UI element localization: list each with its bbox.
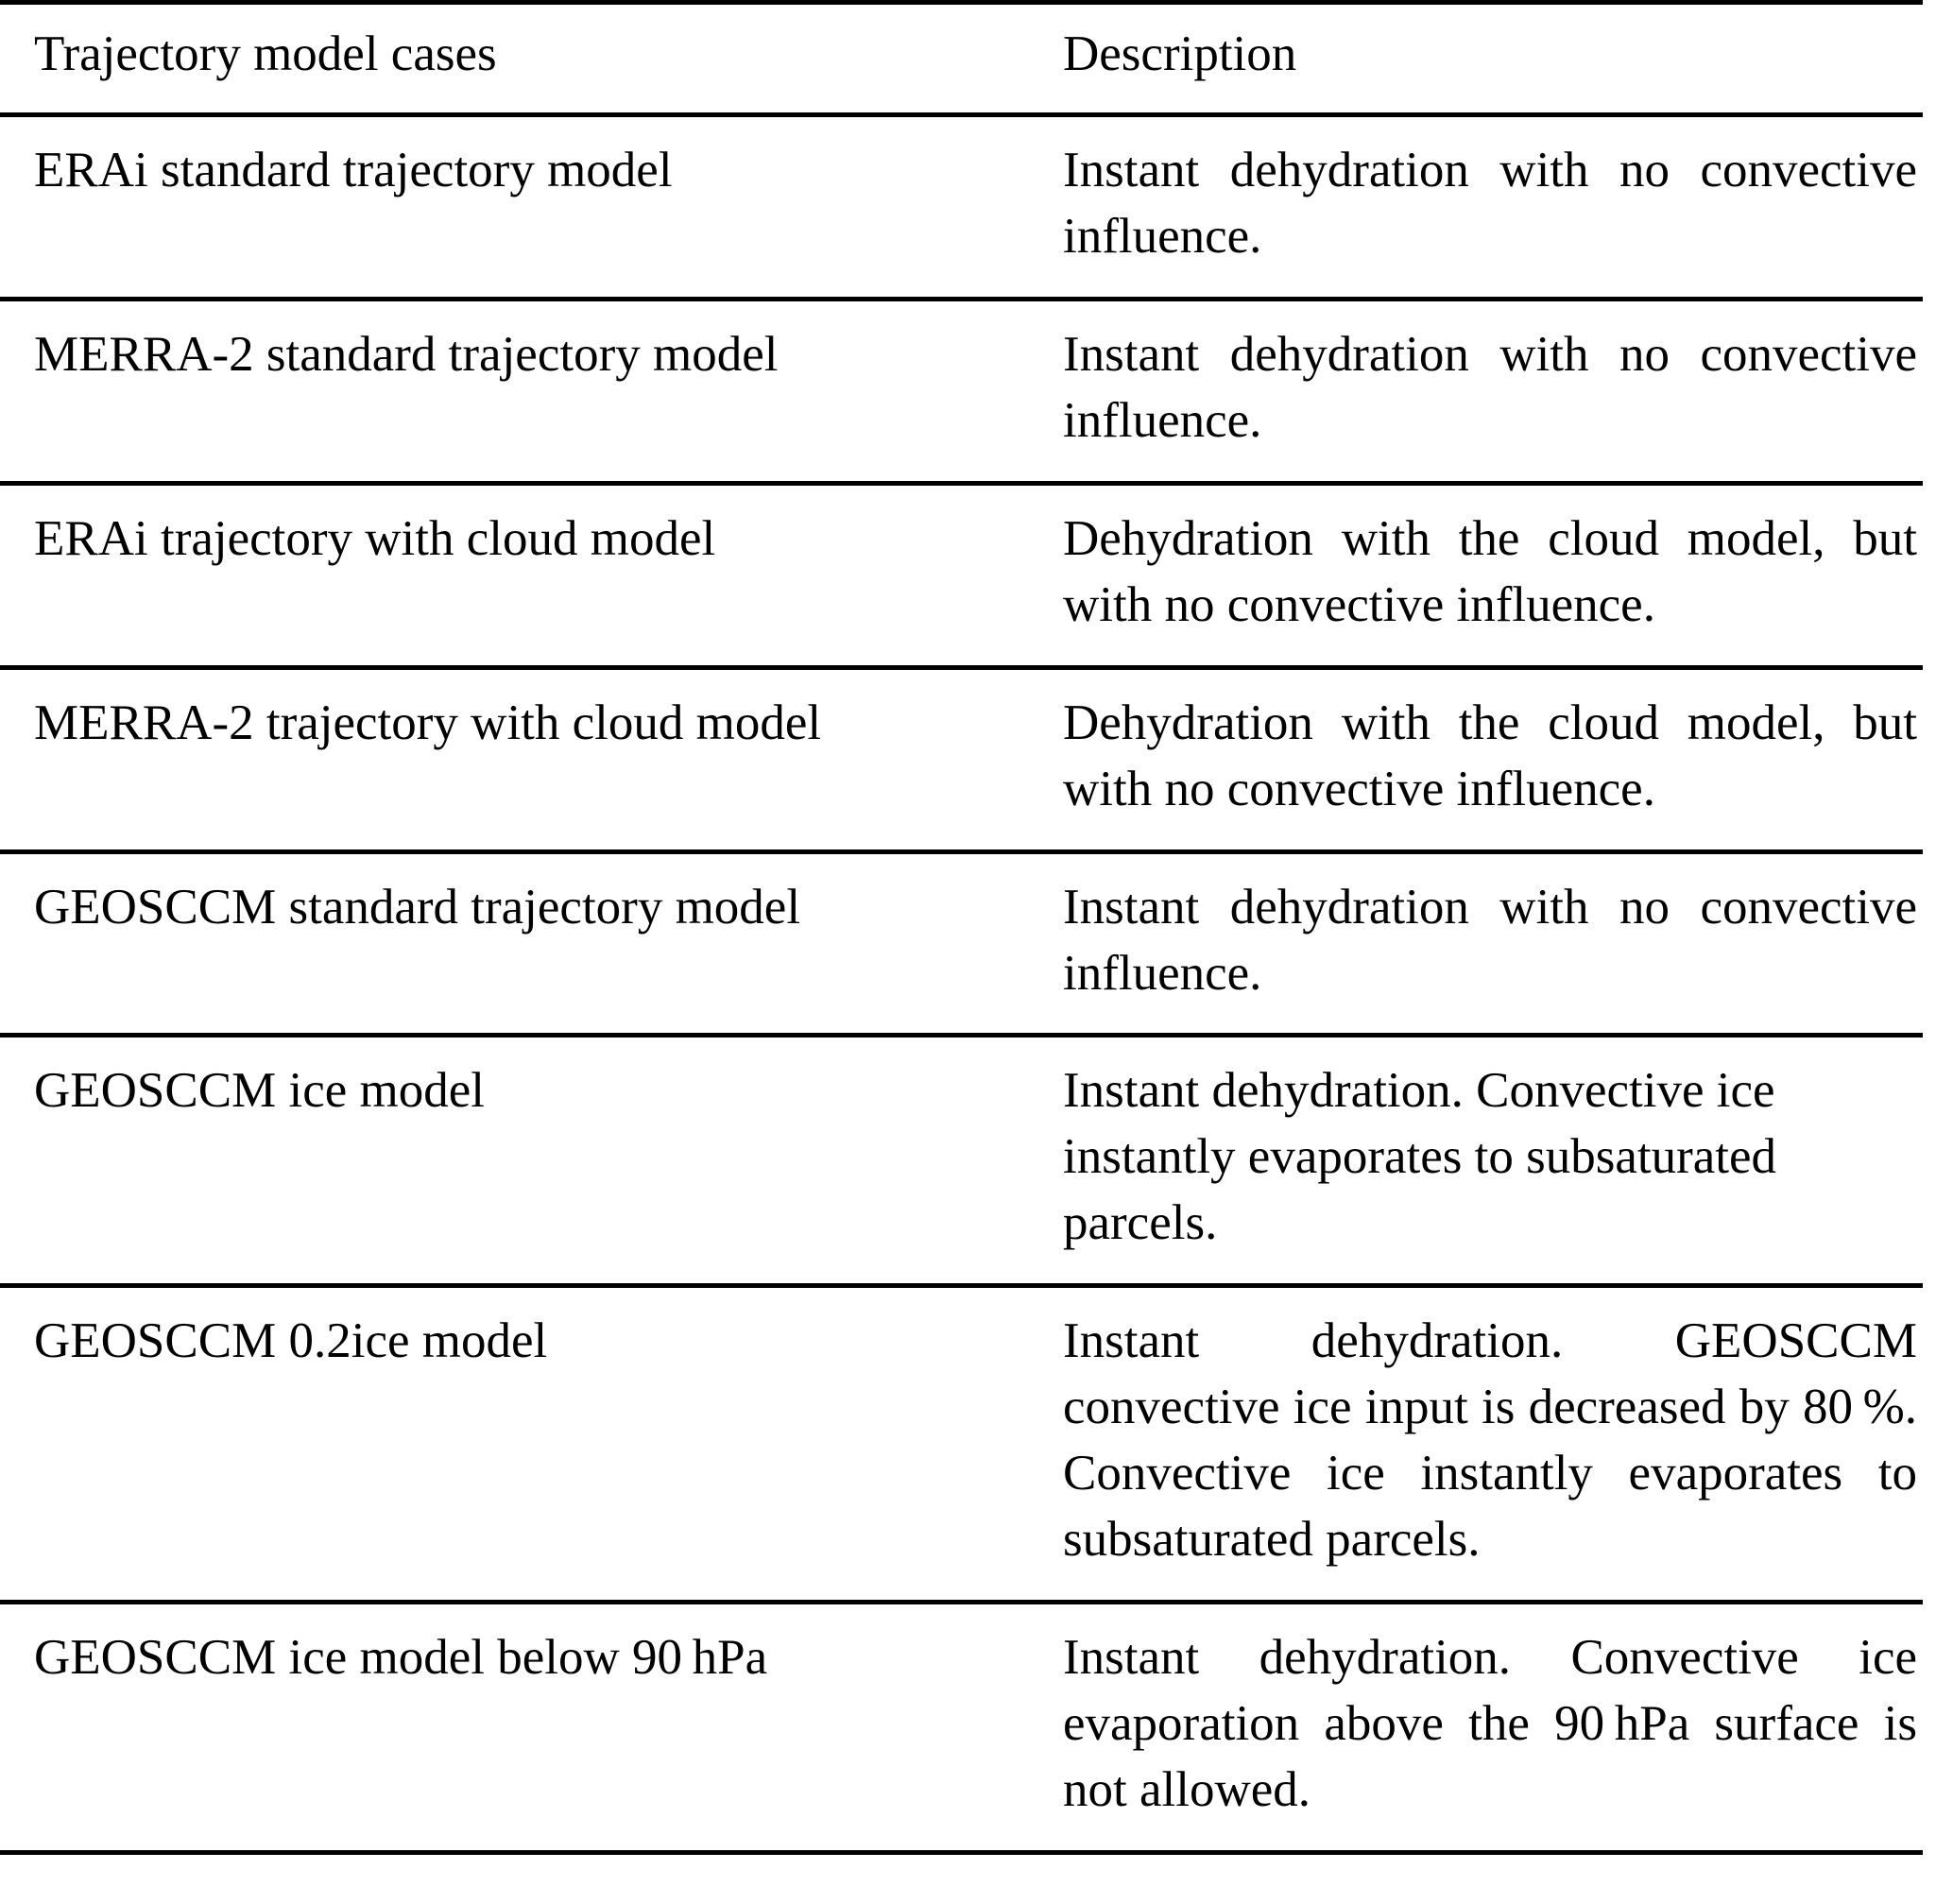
- cell-case: GEOSCCM ice model: [34, 1063, 485, 1119]
- cell-description: Instant dehydration. Convective ice evap…: [1063, 1630, 1917, 1818]
- cell-description: Dehydration with the cloud model, but wi…: [1063, 695, 1917, 816]
- cell-description: Instant dehydration with no convective i…: [1063, 142, 1917, 264]
- cell-description: Dehydration with the cloud model, but wi…: [1063, 510, 1917, 632]
- cell-description: Instant dehydration with no convective i…: [1063, 879, 1917, 1001]
- trajectory-model-cases-table: Trajectory model cases Description ERAi …: [0, 2, 1923, 1853]
- cell-case: MERRA-2 standard trajectory model: [34, 326, 779, 382]
- table-row: GEOSCCM 0.2ice model Instant dehydration…: [0, 1285, 1923, 1603]
- cell-description: Instant dehydration. GEOSCCM convective …: [1063, 1313, 1917, 1568]
- table-row: MERRA-2 trajectory with cloud model Dehy…: [0, 667, 1923, 851]
- table-row: GEOSCCM ice model Instant dehydration. C…: [0, 1035, 1923, 1286]
- header-row: Trajectory model cases Description: [0, 2, 1923, 115]
- column-header-description: Description: [1063, 26, 1297, 81]
- table-row: MERRA-2 standard trajectory model Instan…: [0, 299, 1923, 483]
- cell-case: GEOSCCM 0.2ice model: [34, 1313, 548, 1369]
- table-row: ERAi standard trajectory model Instant d…: [0, 114, 1923, 299]
- table-body: ERAi standard trajectory model Instant d…: [0, 114, 1923, 1853]
- column-header-case: Trajectory model cases: [34, 26, 497, 81]
- cell-case: GEOSCCM standard trajectory model: [34, 879, 801, 935]
- cell-description: Instant dehydration. Convective ice inst…: [1063, 1063, 1777, 1251]
- table-header: Trajectory model cases Description: [0, 2, 1923, 115]
- table-row: GEOSCCM ice model below 90 hPa Instant d…: [0, 1602, 1923, 1853]
- cell-case: MERRA-2 trajectory with cloud model: [34, 695, 822, 750]
- table-row: ERAi trajectory with cloud model Dehydra…: [0, 483, 1923, 667]
- table-row: GEOSCCM standard trajectory model Instan…: [0, 851, 1923, 1036]
- cell-case: GEOSCCM ice model below 90 hPa: [34, 1630, 768, 1686]
- cell-case: ERAi trajectory with cloud model: [34, 510, 716, 566]
- cell-case: ERAi standard trajectory model: [34, 142, 673, 197]
- cell-description: Instant dehydration with no convective i…: [1063, 326, 1917, 448]
